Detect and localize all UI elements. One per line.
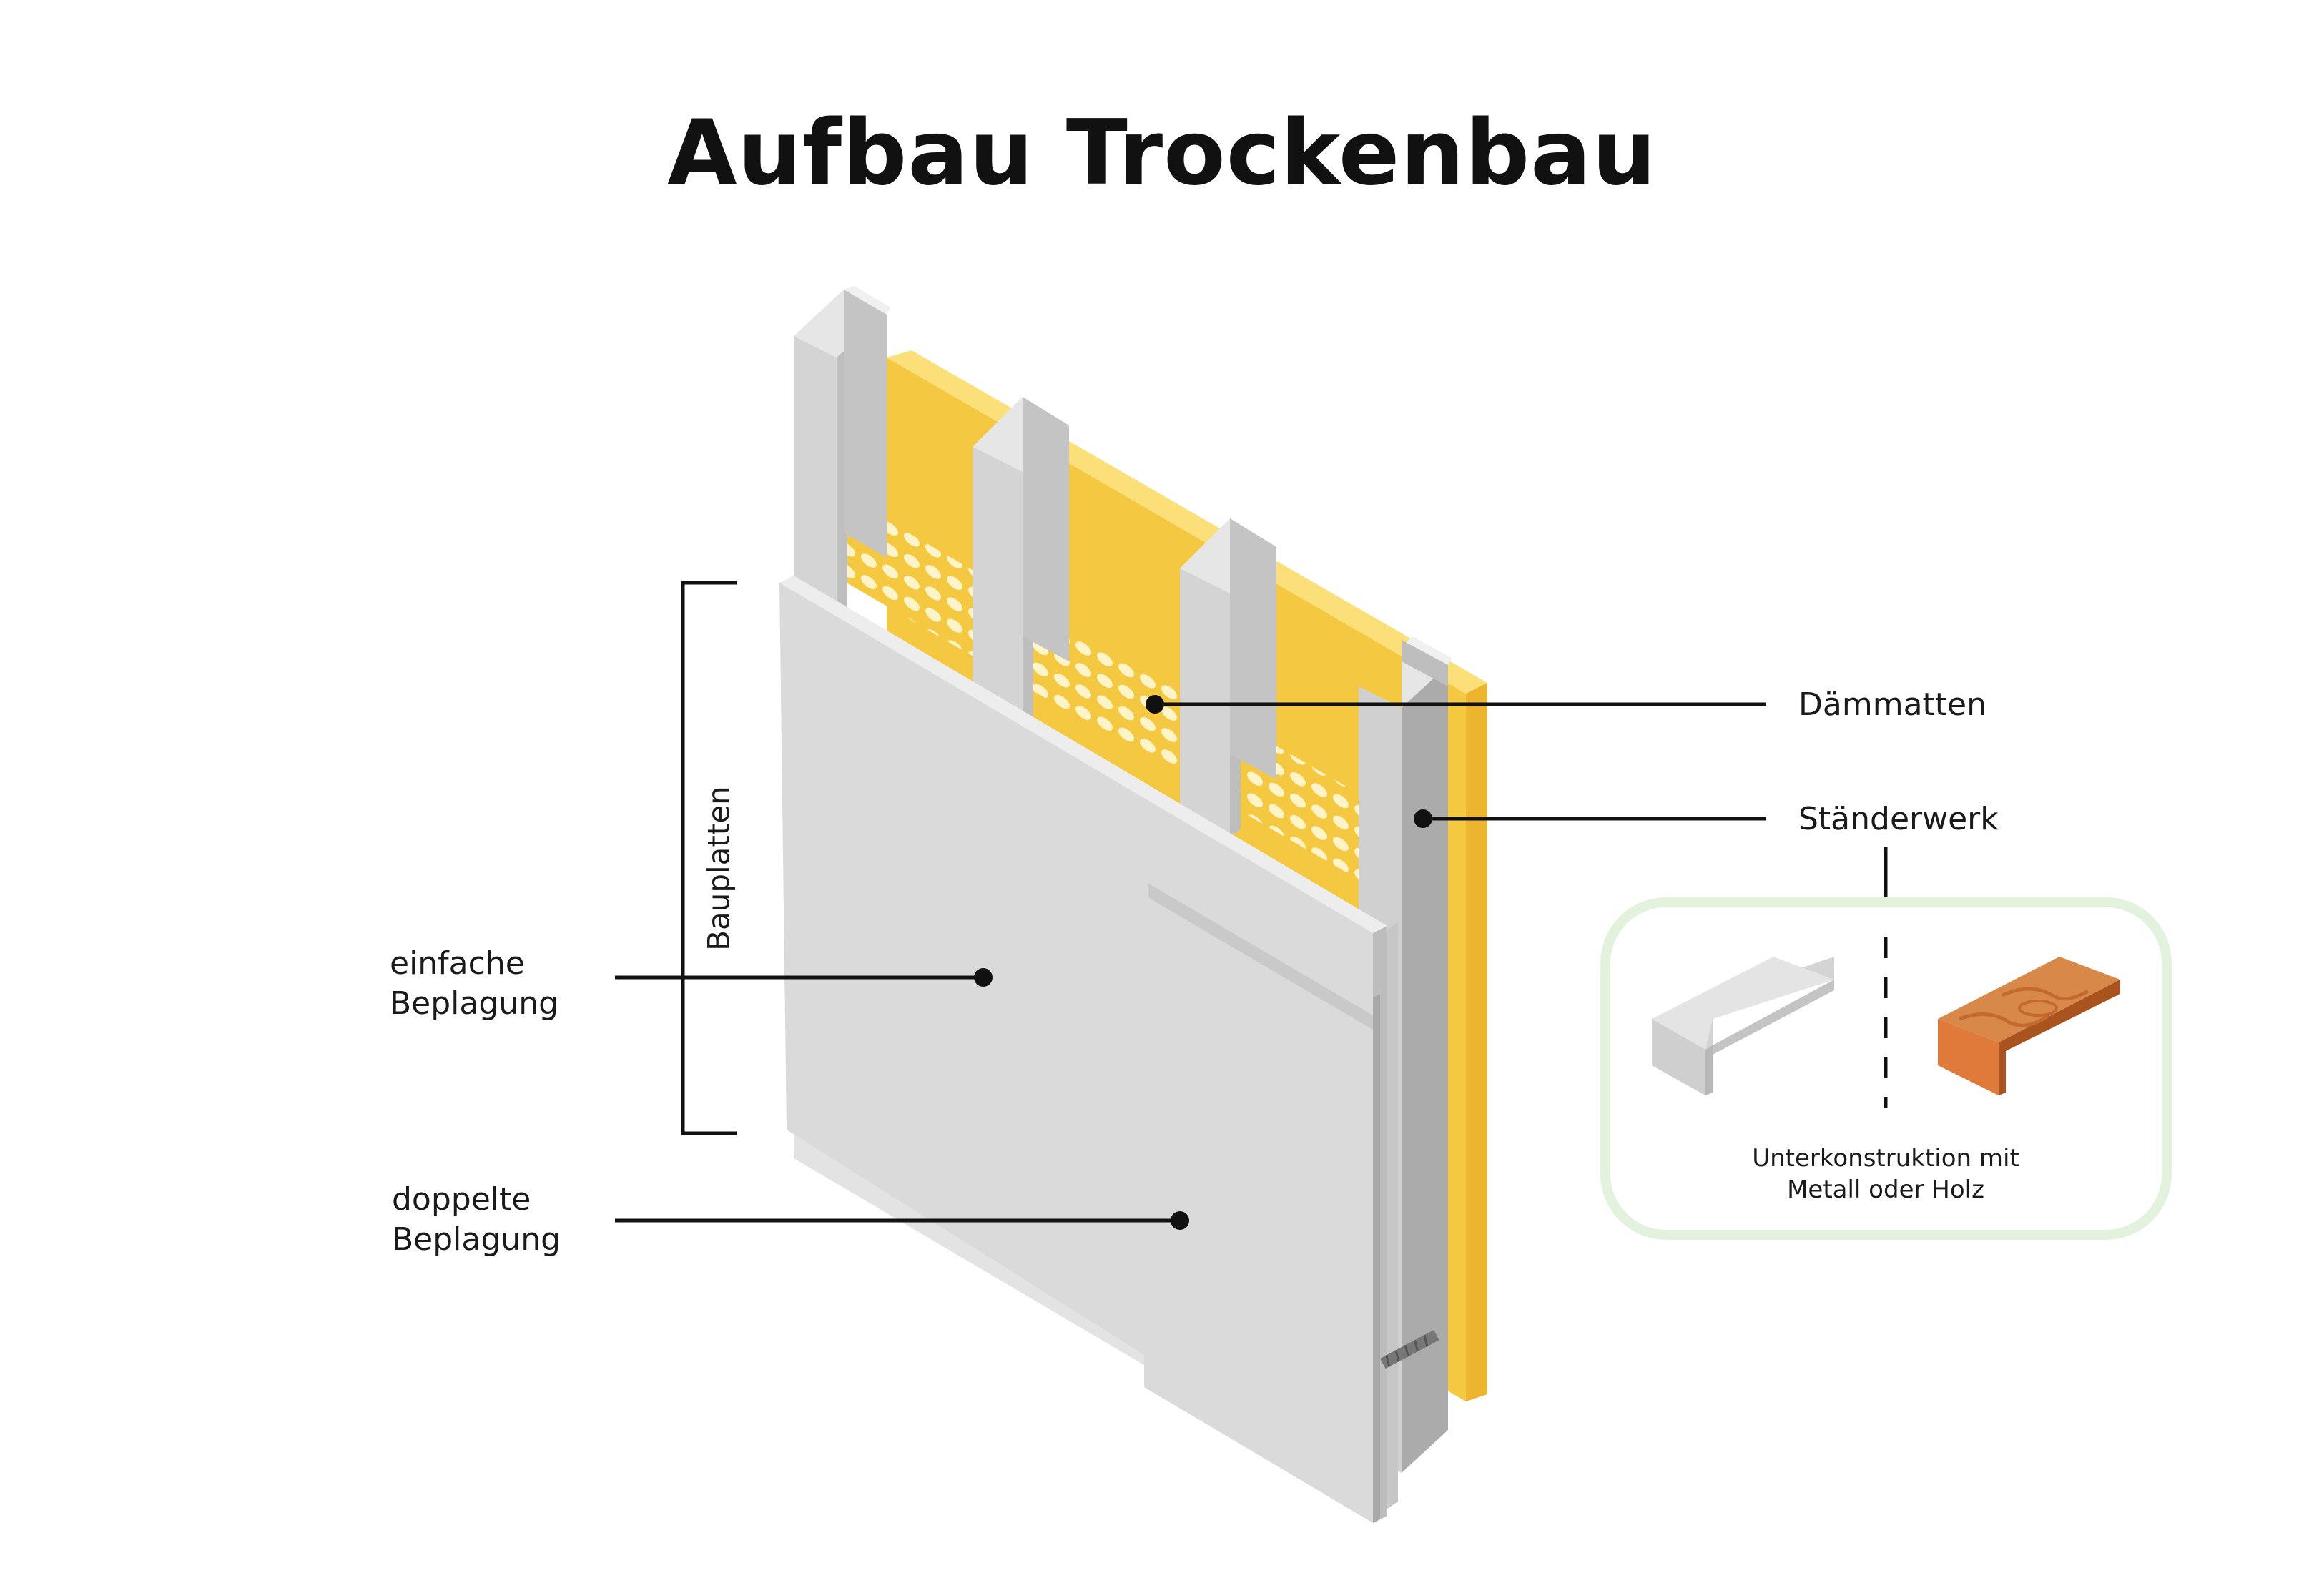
- doppelte-dot: [1171, 1211, 1189, 1230]
- daemmatten-dot: [1146, 695, 1164, 714]
- wood-profile-icon: [1938, 957, 2120, 1095]
- label-staenderwerk: Ständerwerk: [1798, 801, 1999, 837]
- board-panels: [779, 576, 1439, 1523]
- leader-lines: [615, 702, 1766, 1223]
- label-unterkonstruktion-line2: Metall oder Holz: [1787, 1175, 1984, 1204]
- label-doppelte-beplagung: doppelte Beplagung: [392, 1180, 561, 1260]
- label-doppelte-line1: doppelte: [392, 1181, 531, 1218]
- label-einfache-line1: einfache: [390, 945, 525, 982]
- label-einfache-line2: Beplagung: [390, 985, 559, 1022]
- leader-dots: [974, 695, 1432, 1230]
- stud-1: [794, 286, 890, 622]
- label-unterkonstruktion: Unterkonstruktion mit Metall oder Holz: [1635, 1143, 2136, 1205]
- einfache-dot: [974, 968, 993, 987]
- label-einfache-beplagung: einfache Beplagung: [390, 944, 558, 1024]
- staenderwerk-dot: [1414, 809, 1432, 828]
- page-title: Aufbau Trockenbau: [667, 100, 1657, 205]
- screw: [1380, 1330, 1439, 1369]
- label-bauplatten: Bauplatten: [701, 786, 737, 951]
- stud-2: [973, 397, 1069, 722]
- label-unterkonstruktion-line1: Unterkonstruktion mit: [1752, 1144, 2019, 1173]
- label-daemmatten: Dämmatten: [1798, 686, 1986, 723]
- bauplatten-bracket: [681, 581, 737, 1135]
- metal-profile-icon: [1652, 957, 1834, 1095]
- label-doppelte-line2: Beplagung: [392, 1221, 561, 1258]
